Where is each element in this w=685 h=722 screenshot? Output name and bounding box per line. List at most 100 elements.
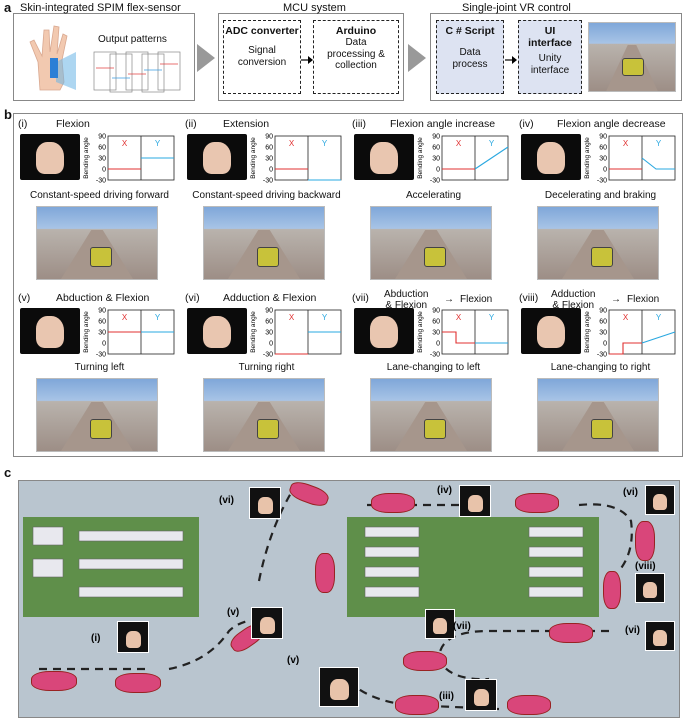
x-channel-label: X	[456, 139, 462, 148]
behavior-caption: Lane-changing to left	[386, 362, 481, 373]
map-marker-vi-2: (vi)	[623, 487, 638, 498]
cell-title-after: Flexion	[627, 294, 660, 305]
map-marker-v-2: (v)	[287, 655, 300, 666]
x-channel-label: X	[289, 313, 295, 322]
ytick-label: 60	[265, 319, 273, 326]
cell-number: (ii)	[185, 118, 197, 130]
ytick-label: -30	[597, 178, 607, 185]
behavior-caption: Lane-changing to right	[550, 362, 651, 373]
hand-gesture-photo	[354, 308, 414, 354]
patterns-label: Output patterns	[98, 34, 167, 45]
car-2	[115, 673, 161, 693]
arrow-adc-arduino	[301, 52, 313, 64]
x-channel-label: X	[122, 313, 128, 322]
y-axis-label: Bending angle	[250, 311, 257, 353]
ui-name2: interface	[528, 37, 572, 50]
sensor-frame	[13, 13, 195, 101]
adc-box: ADC converter Signal conversion	[223, 20, 301, 94]
y-axis-label: Bending angle	[584, 137, 591, 179]
cell-title: Adduction & Flexion	[223, 292, 317, 304]
map-gesture-vi-3	[645, 621, 675, 651]
y-series-line	[641, 331, 676, 344]
map-gesture-vii	[425, 609, 455, 639]
adc-name: ADC converter	[225, 25, 299, 37]
ytick-label: 30	[432, 330, 440, 337]
cell-title-after: Flexion	[460, 294, 493, 305]
cell-title: Flexion angle increase	[390, 118, 496, 130]
car-9	[603, 571, 621, 609]
ui-desc1: Unity	[538, 53, 562, 65]
map-marker-vi-1: (vi)	[219, 495, 234, 506]
map-gesture-v-2	[319, 667, 359, 707]
ytick-label: -30	[96, 178, 106, 185]
ytick-label: 90	[432, 134, 440, 141]
adc-desc1: Signal	[248, 45, 276, 57]
vr-driving-screenshot	[537, 206, 659, 280]
sensor-title: Skin-integrated SPIM flex-sensor	[20, 2, 181, 14]
arrow-a2	[408, 44, 426, 72]
ytick-label: 0	[603, 167, 607, 174]
map-gesture-vi-2	[645, 485, 675, 515]
x-series-line	[609, 342, 642, 355]
ytick-label: -30	[430, 352, 440, 359]
ytick-label: -30	[96, 352, 106, 359]
ytick-label: 90	[599, 308, 607, 315]
y-axis-label: Bending angle	[83, 137, 90, 179]
map-gesture-viii	[635, 573, 665, 603]
vr-title: Single-joint VR control	[462, 2, 571, 14]
map-gesture-iii	[465, 679, 497, 711]
ytick-label: 90	[599, 134, 607, 141]
ytick-label: 30	[98, 156, 106, 163]
ytick-label: -30	[430, 178, 440, 185]
ytick-label: 30	[432, 156, 440, 163]
ytick-label: 30	[265, 156, 273, 163]
y-channel-label: Y	[322, 139, 328, 148]
map-gesture-vi-1	[249, 487, 281, 519]
vr-driving-screenshot	[203, 378, 325, 452]
car-1	[31, 671, 77, 691]
car-13	[507, 695, 551, 715]
hand-gesture-photo	[521, 134, 581, 180]
script-desc2: process	[452, 58, 488, 70]
cell-number: (vi)	[185, 292, 200, 304]
hand-gesture-photo	[20, 308, 80, 354]
cell-title: Flexion angle decrease	[557, 118, 666, 130]
cell-title: Extension	[223, 118, 270, 130]
map-marker-v-1: (v)	[227, 607, 240, 618]
script-box: C # Script Data process	[436, 20, 504, 94]
hand-gesture-photo	[187, 308, 247, 354]
car-8	[635, 521, 655, 561]
map-gesture-iv	[459, 485, 491, 517]
x-channel-label: X	[122, 139, 128, 148]
arduino-desc3: collection	[335, 60, 377, 72]
patterns-graphic	[92, 48, 188, 96]
cell-title: Abduction & Flexion	[56, 292, 150, 304]
script-desc1: Data	[459, 47, 481, 59]
adc-desc2: conversion	[237, 56, 287, 68]
cell-number: (iv)	[519, 118, 534, 130]
ytick-label: 0	[102, 341, 106, 348]
ui-desc2: interface	[530, 64, 570, 76]
cell-title-combined: Abduction& Flexion	[384, 289, 429, 311]
ytick-label: 30	[265, 330, 273, 337]
cell-number: (viii)	[519, 292, 539, 304]
ytick-label: 0	[603, 341, 607, 348]
hand-gesture-photo	[20, 134, 80, 180]
panel-b-label: b	[4, 107, 12, 122]
ytick-label: 0	[269, 341, 273, 348]
y-axis-label: Bending angle	[250, 137, 257, 179]
ytick-label: -30	[263, 352, 273, 359]
x-series-line	[442, 331, 475, 344]
cell-number: (i)	[18, 118, 28, 130]
car-10	[549, 623, 593, 643]
map-marker-vii: (vii)	[453, 621, 471, 632]
x-channel-label: X	[456, 313, 462, 322]
